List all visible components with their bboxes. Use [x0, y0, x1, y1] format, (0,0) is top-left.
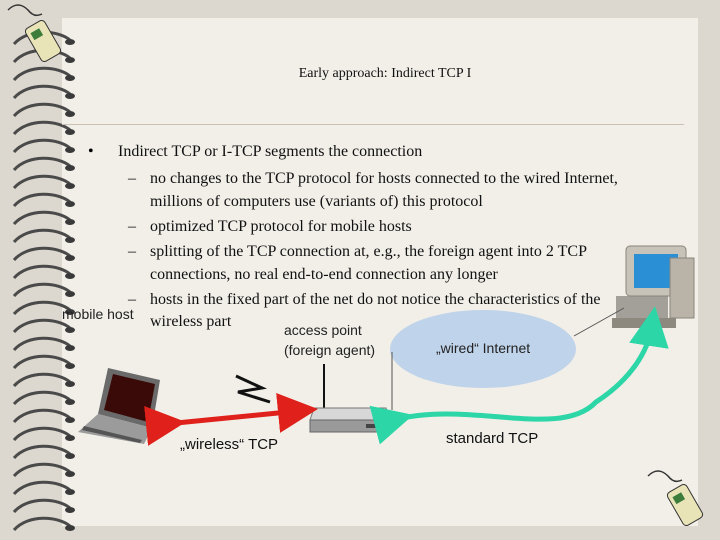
- sub-bullet-4-line-1: hosts in the fixed part of the net do no…: [150, 291, 601, 308]
- spiral-hole: [65, 165, 75, 171]
- spiral-ring: [12, 246, 71, 262]
- spiral-hole: [65, 93, 75, 99]
- spiral-hole: [65, 111, 75, 117]
- cloud-desktop-link: [573, 307, 625, 337]
- laptop-icon: [78, 368, 160, 444]
- bullet-main: Indirect TCP or I-TCP segments the conne…: [118, 143, 423, 160]
- spiral-ring: [12, 282, 71, 298]
- dash-4: –: [128, 291, 136, 308]
- desktop-computer-icon: [612, 245, 695, 328]
- spiral-ring: [12, 354, 71, 370]
- wireless-signal-icon: [235, 374, 271, 404]
- standard-tcp-arrow: [369, 306, 669, 445]
- wireless-tcp-arrow: [144, 393, 318, 446]
- wired-internet-label: „wired“ Internet: [436, 340, 531, 356]
- spiral-hole: [65, 507, 75, 513]
- spiral-hole: [65, 363, 75, 369]
- scribble-icon: [7, 4, 43, 17]
- spiral-hole: [65, 255, 75, 261]
- spiral-hole: [65, 39, 75, 45]
- spiral-ring: [12, 174, 71, 190]
- spiral-hole: [65, 219, 75, 225]
- spiral-hole: [65, 129, 75, 135]
- spiral-ring: [12, 84, 71, 100]
- bullet-marker: •: [88, 143, 94, 160]
- sub-bullet-2: optimized TCP protocol for mobile hosts: [150, 218, 412, 235]
- spiral-ring: [12, 156, 71, 172]
- spiral-hole: [65, 489, 75, 495]
- mobile-host-label: mobile host: [62, 306, 134, 322]
- spiral-ring: [12, 66, 71, 82]
- spiral-hole: [65, 327, 75, 333]
- spiral-ring: [12, 480, 71, 496]
- spiral-hole: [65, 183, 75, 189]
- spiral-hole: [65, 75, 75, 81]
- wireless-tcp-label: „wireless“ TCP: [180, 436, 279, 453]
- spiral-ring: [12, 498, 71, 514]
- spiral-ring: [12, 408, 71, 424]
- spiral-ring: [12, 390, 71, 406]
- spiral-hole: [65, 525, 75, 531]
- spiral-hole: [65, 309, 75, 315]
- slide-title: Early approach: Indirect TCP I: [298, 66, 472, 81]
- spiral-hole: [65, 237, 75, 243]
- spiral-hole: [65, 381, 75, 387]
- spiral-hole: [65, 57, 75, 63]
- spiral-ring: [12, 228, 71, 244]
- spiral-hole: [65, 345, 75, 351]
- spiral-ring: [12, 336, 71, 352]
- dash-2: –: [128, 218, 136, 235]
- spiral-hole: [65, 291, 75, 297]
- spiral-ring: [12, 120, 71, 136]
- spiral-hole: [65, 399, 75, 405]
- dash-1: –: [128, 170, 136, 187]
- spiral-hole: [65, 147, 75, 153]
- phone-doodle-icon: [24, 20, 62, 62]
- spiral-hole: [65, 471, 75, 477]
- standard-tcp-label: standard TCP: [446, 430, 539, 447]
- spiral-binding: [12, 30, 75, 532]
- spiral-hole: [65, 435, 75, 441]
- spiral-ring: [12, 192, 71, 208]
- sub-bullet-1-line-2: millions of computers use (variants of) …: [150, 193, 483, 210]
- spiral-ring: [12, 138, 71, 154]
- phone-doodle-icon: [666, 484, 704, 526]
- sub-bullet-3-line-1: splitting of the TCP connection at, e.g.…: [150, 243, 587, 260]
- title-divider: [62, 124, 684, 125]
- sub-bullet-1-line-1: no changes to the TCP protocol for hosts…: [150, 170, 618, 187]
- dash-3: –: [128, 243, 136, 260]
- spiral-hole: [65, 417, 75, 423]
- scribble-icon: [647, 470, 683, 483]
- sub-bullet-3-line-2: connections, no real end-to-end connecti…: [150, 266, 498, 283]
- spiral-ring: [12, 462, 71, 478]
- spiral-ring: [12, 444, 71, 460]
- foreign-agent-label: (foreign agent): [284, 342, 376, 358]
- spiral-ring: [12, 264, 71, 280]
- access-point-label: access point: [284, 322, 362, 338]
- spiral-ring: [12, 210, 71, 226]
- spiral-hole: [65, 453, 75, 459]
- spiral-ring: [12, 516, 71, 532]
- spiral-ring: [12, 318, 71, 334]
- spiral-ring: [12, 426, 71, 442]
- spiral-hole: [65, 201, 75, 207]
- sub-bullet-4-line-2: wireless part: [150, 313, 232, 330]
- spiral-ring: [12, 102, 71, 118]
- spiral-hole: [65, 273, 75, 279]
- spiral-ring: [12, 372, 71, 388]
- access-point-device-icon: [309, 407, 391, 433]
- spiral-ring: [12, 300, 71, 316]
